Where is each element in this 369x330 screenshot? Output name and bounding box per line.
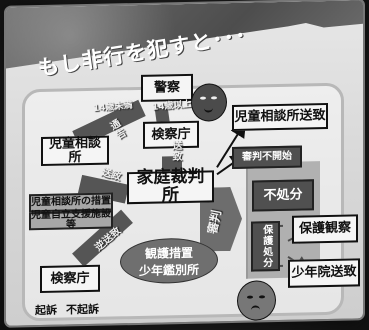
no-trial-box: 審判不開始 <box>232 145 302 170</box>
juvenile-training-school-box: 少年院送致 <box>288 258 360 288</box>
observation-line-1: 観護措置 <box>144 245 193 261</box>
observation-line-2: 少年鑑別所 <box>138 262 199 278</box>
prosecution-label: 起訴 <box>35 303 57 318</box>
protective-disposition-box: 保護処分 <box>251 220 280 272</box>
character-eye-icon <box>259 295 265 299</box>
no-disposition-box: 不処分 <box>252 179 314 212</box>
character-eye-icon <box>211 96 217 100</box>
prosecutor-lower-box: 検察庁 <box>40 264 100 294</box>
arrow-child-guidance-to-family-court <box>77 174 130 204</box>
family-court-box: 家庭裁判所 <box>127 167 214 205</box>
probation-box: 保護観察 <box>292 214 358 244</box>
child-guidance-box: 児童相談所 <box>41 135 109 167</box>
arrow-family-court-to-prosecutor-lower <box>72 209 133 267</box>
arrow-police-to-child-guidance <box>72 99 146 148</box>
non-prosecution-label: 不起訴 <box>66 302 99 317</box>
slide-screen: もし非行を犯すと･･･ 警察 児童相談所 検察庁 家庭裁 <box>6 0 363 326</box>
send-label-upper: 送致 <box>170 140 181 163</box>
character-mouth-icon <box>204 106 213 113</box>
child-support-facility-box: 児童自立支援施設等 <box>29 208 113 231</box>
flow-arrows <box>72 99 311 272</box>
character-eye-icon <box>200 96 206 100</box>
character-mouth-icon <box>251 305 260 312</box>
character-eye-icon <box>247 295 253 299</box>
child-guidance-send-box: 児童相談所送致 <box>232 102 328 132</box>
